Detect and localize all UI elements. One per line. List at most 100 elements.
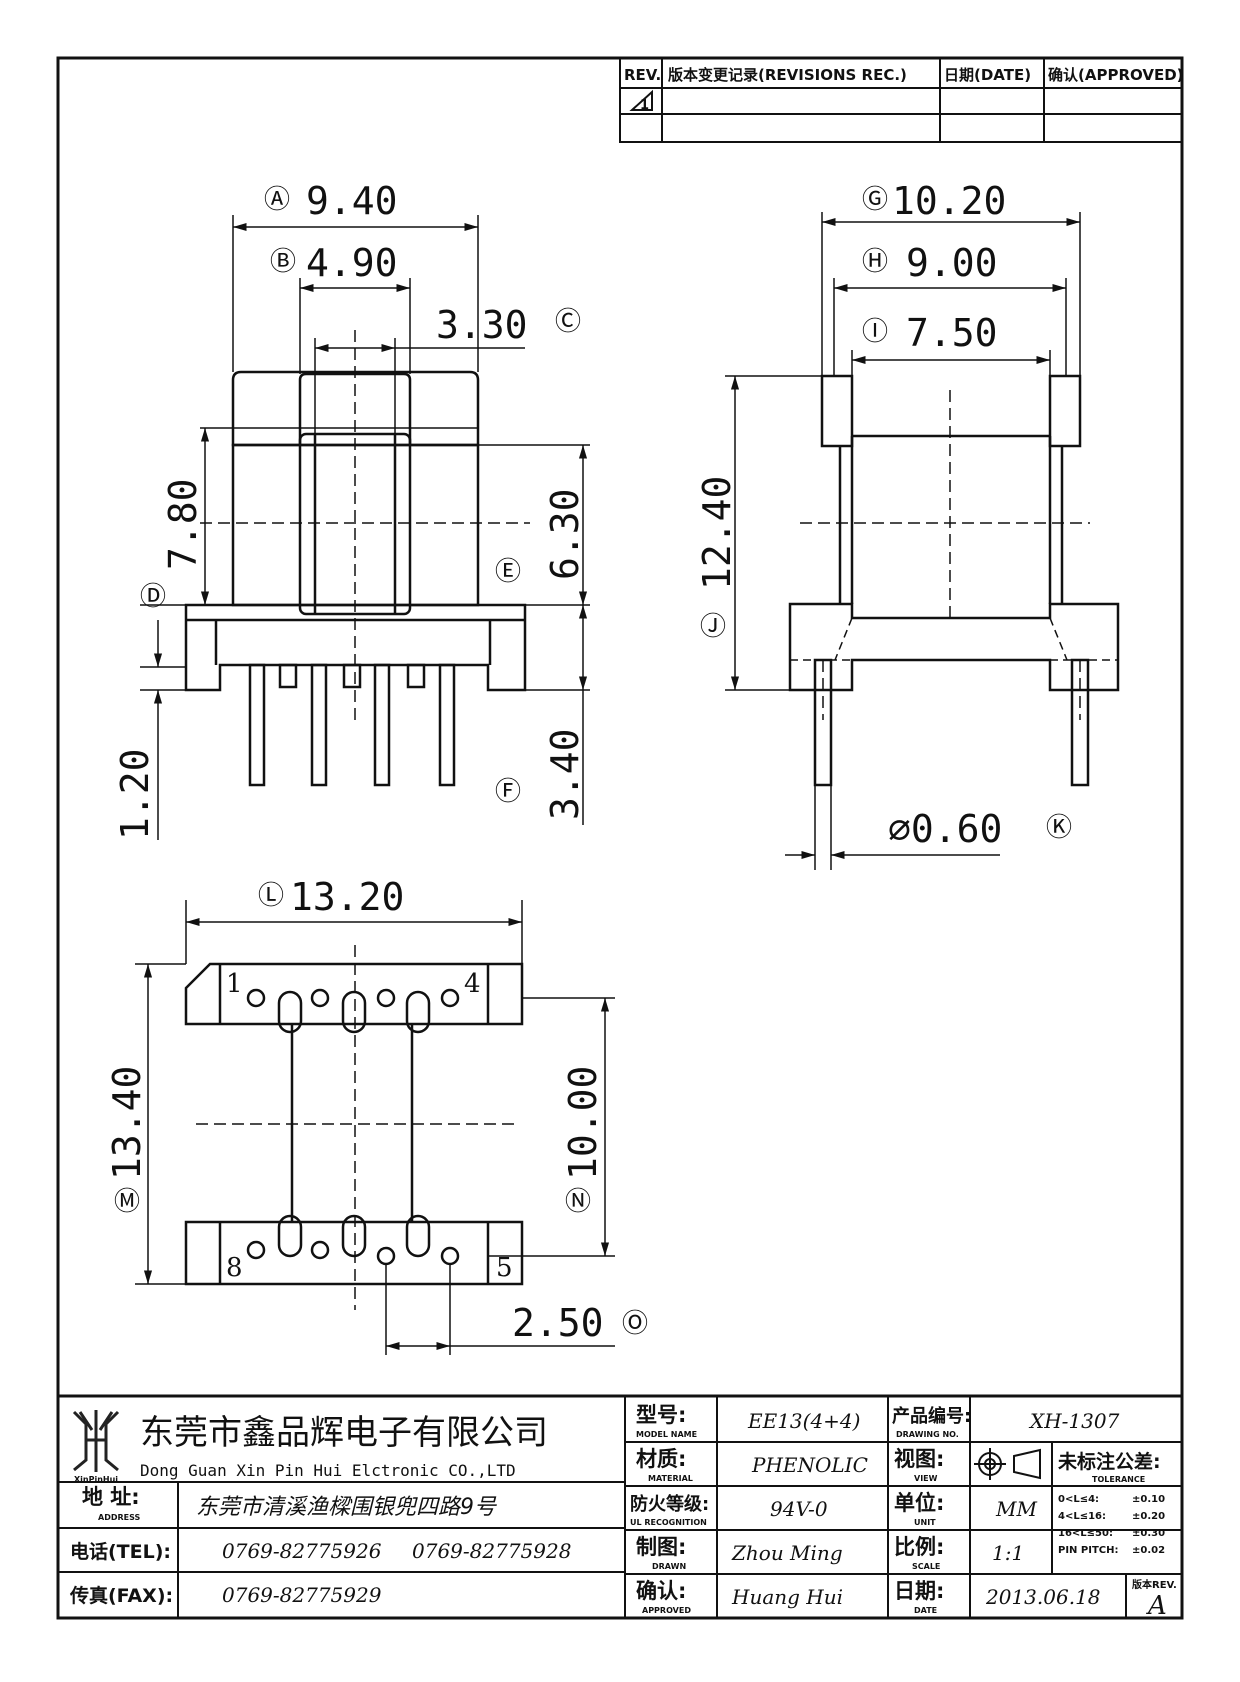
- tel-value-2: 0769-82775928: [412, 1539, 571, 1563]
- drawing-no-label-en: DRAWING NO.: [896, 1430, 959, 1439]
- company-name-cn: 东莞市鑫品辉电子有限公司: [140, 1413, 548, 1453]
- marker-m: Ⓜ: [114, 1187, 140, 1217]
- fax-label: 传真(FAX):: [69, 1584, 173, 1607]
- tolerance-label-en: TOLERANCE: [1092, 1475, 1145, 1484]
- dim-c-value: 3.30: [436, 303, 528, 347]
- date-value: 2013.06.18: [985, 1585, 1101, 1609]
- unit-label: 单位:: [894, 1491, 944, 1515]
- scale-label: 比例:: [894, 1535, 944, 1559]
- tolerance-label: 未标注公差:: [1057, 1450, 1161, 1473]
- tolerance-range-2: 4<L≤16:: [1058, 1511, 1106, 1522]
- tolerance-range-4: PIN PITCH:: [1058, 1545, 1118, 1556]
- marker-d: Ⓓ: [140, 582, 166, 612]
- dim-b-value: 4.90: [306, 241, 398, 285]
- projection-symbol-icon: [974, 1448, 1041, 1480]
- material-label: 材质:: [636, 1447, 686, 1471]
- marker-a: Ⓐ: [264, 185, 290, 215]
- side-view-dimension-lines: [730, 217, 1080, 860]
- marker-l: Ⓛ: [258, 881, 284, 911]
- tolerance-range-3: 16<L≤50:: [1058, 1528, 1113, 1539]
- rev-number: 1: [640, 98, 649, 113]
- marker-j: Ⓙ: [700, 612, 726, 642]
- date-label: 日期:: [894, 1579, 944, 1603]
- drawing-no-value: XH-1307: [1028, 1409, 1120, 1433]
- dim-f-value: 3.40: [543, 728, 587, 820]
- drawing-border: [56, 56, 1184, 1620]
- dim-h-value: 9.00: [906, 241, 998, 285]
- company-name-en: Dong Guan Xin Pin Hui Elctronic CO.,LTD: [140, 1461, 516, 1480]
- address-value: 东莞市清溪渔樑围银兜四路9号: [196, 1495, 497, 1520]
- tolerance-value-2: ±0.20: [1132, 1511, 1165, 1522]
- bottom-view-centerlines: [196, 945, 520, 1310]
- unit-label-en: UNIT: [914, 1518, 936, 1527]
- unit-value: MM: [995, 1497, 1037, 1521]
- drawn-label: 制图:: [636, 1535, 686, 1559]
- marker-c: Ⓒ: [555, 307, 581, 337]
- view-label-en: VIEW: [914, 1474, 938, 1483]
- pin-label-5: 5: [496, 1253, 513, 1283]
- rev-header: REV.: [624, 66, 661, 84]
- dim-m-value: 13.40: [105, 1066, 149, 1180]
- dim-o-value: 2.50: [512, 1301, 604, 1345]
- marker-h: Ⓗ: [862, 247, 888, 277]
- address-label-en: ADDRESS: [98, 1513, 141, 1522]
- dim-e-value: 6.30: [543, 488, 587, 580]
- model-label-en: MODEL NAME: [636, 1430, 697, 1439]
- fire-rating-label-en: UL RECOGNITION: [630, 1518, 707, 1527]
- dim-l-value: 13.20: [290, 875, 404, 919]
- pin-label-1: 1: [226, 969, 243, 999]
- model-label: 型号:: [636, 1403, 686, 1427]
- scale-value: 1:1: [992, 1541, 1024, 1565]
- drawn-value: Zhou Ming: [731, 1541, 843, 1565]
- fire-rating-label: 防火等级:: [630, 1493, 709, 1515]
- material-value: PHENOLIC: [751, 1453, 868, 1477]
- rev-label: 版本REV.: [1132, 1578, 1177, 1591]
- dim-height-value: 7.80: [161, 478, 205, 570]
- date-header: 日期(DATE): [944, 66, 1031, 84]
- dim-i-value: 7.50: [906, 311, 998, 355]
- tolerance-value-1: ±0.10: [1132, 1494, 1165, 1505]
- front-view: [140, 215, 590, 787]
- rev-value: A: [1146, 1591, 1167, 1621]
- marker-i: Ⓘ: [862, 317, 888, 347]
- dim-n-value: 10.00: [561, 1066, 605, 1180]
- pin-label-4: 4: [464, 969, 481, 999]
- marker-n: Ⓝ: [565, 1187, 591, 1217]
- approved-header: 确认(APPROVED): [1048, 66, 1184, 84]
- tel-label: 电话(TEL):: [70, 1540, 171, 1563]
- side-view-centerlines: [800, 390, 1090, 720]
- approved-value: Huang Hui: [731, 1585, 843, 1609]
- address-label: 地 址:: [82, 1485, 140, 1509]
- front-view-centerlines: [200, 330, 530, 720]
- marker-f: Ⓕ: [495, 777, 521, 807]
- title-block-grid: [56, 1394, 1184, 1620]
- tolerance-value-4: ±0.02: [1132, 1545, 1165, 1556]
- marker-k: Ⓚ: [1046, 813, 1072, 843]
- dim-j-value: 12.40: [695, 476, 739, 590]
- marker-b: Ⓑ: [270, 247, 296, 277]
- marker-e: Ⓔ: [495, 557, 521, 587]
- drawn-label-en: DRAWN: [652, 1562, 686, 1571]
- tolerance-value-3: ±0.30: [1132, 1528, 1165, 1539]
- model-value: EE13(4+4): [747, 1409, 860, 1433]
- bottom-view-dimension-lines: [143, 917, 615, 1351]
- approved-label-en: APPROVED: [642, 1606, 691, 1615]
- marker-o: Ⓞ: [622, 1309, 648, 1339]
- revision-triangle-icon: 1: [629, 89, 653, 113]
- revision-table: [619, 57, 1183, 143]
- dim-d-value: 1.20: [113, 748, 157, 840]
- revisions-record-header: 版本变更记录(REVISIONS REC.): [668, 66, 907, 84]
- front-view-dimension-lines: [153, 222, 588, 840]
- fire-rating-value: 94V-0: [770, 1497, 828, 1521]
- bottom-view: [135, 900, 615, 1355]
- scale-label-en: SCALE: [912, 1562, 940, 1571]
- view-label: 视图:: [894, 1447, 944, 1471]
- dim-g-value: 10.20: [892, 179, 1006, 223]
- fax-value: 0769-82775929: [222, 1583, 382, 1607]
- logo-text: XinPinHui: [74, 1475, 118, 1484]
- dim-k-value: ⌀0.60: [888, 807, 1002, 851]
- approved-label: 确认:: [636, 1579, 686, 1603]
- company-logo: [72, 1410, 120, 1472]
- date-label-en: DATE: [914, 1606, 937, 1615]
